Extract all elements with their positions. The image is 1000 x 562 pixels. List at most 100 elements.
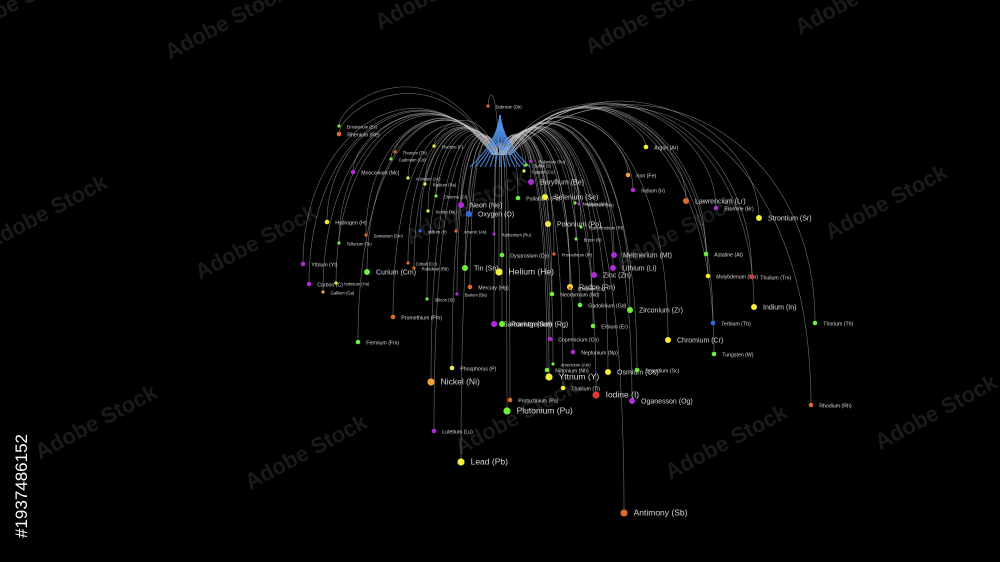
node-label: Thulium (Tm): [760, 276, 791, 282]
node-label: Beryllium (Be): [540, 180, 584, 187]
node-dot: [350, 169, 356, 175]
branch-line: [338, 86, 494, 156]
element-node: Phosphorus (P): [449, 365, 497, 373]
node-label: Molybdenum (Mo): [716, 275, 758, 281]
watermark-text: Adobe Stock: [821, 159, 952, 245]
node-label: Thallium (Tl): [571, 387, 600, 393]
node-label: Rubidium (Rb): [422, 267, 450, 272]
element-node: Molybdenum (Mo): [705, 273, 758, 281]
node-label: Promethium (Pm): [401, 316, 442, 322]
node-label: Bromine (Br): [724, 207, 754, 213]
element-node: Sulfur (S): [524, 163, 552, 169]
element-node: Niobium (Nb): [573, 201, 608, 207]
element-node: Iodine (I): [592, 390, 639, 400]
node-label: Polonium (Po): [557, 222, 601, 229]
node-label: Strontium (Sr): [768, 216, 812, 223]
node-dot: [529, 159, 533, 163]
node-dot: [467, 284, 473, 290]
branch-line: [509, 100, 760, 219]
branch-line: [500, 137, 519, 199]
element-node: Americium (Am): [551, 362, 591, 368]
element-node: Zinc (Zn): [591, 272, 631, 280]
node-dot: [610, 265, 616, 271]
element-node: Helium (He): [495, 267, 554, 277]
node-dot: [545, 373, 553, 381]
node-dot: [808, 402, 814, 408]
node-dot: [499, 321, 505, 327]
element-node: Neon (Ne): [458, 202, 502, 210]
element-node: Actinium (Ac): [406, 176, 441, 182]
node-label: Helium (He): [509, 267, 555, 277]
watermark-text: Adobe Stock: [371, 0, 502, 34]
node-dot: [522, 169, 526, 173]
node-label: Carbon (C): [317, 283, 343, 289]
node-label: Lutetium (Lu): [442, 430, 473, 436]
branch-line: [433, 134, 498, 432]
node-label: Promethium (Pr): [562, 253, 593, 258]
node-dot: [710, 320, 716, 326]
element-node: Fluorine (F): [432, 144, 464, 150]
branch-line: [352, 113, 495, 173]
node-dot: [574, 237, 578, 241]
branch-line: [419, 127, 498, 232]
node-label: Samarium (Sm): [374, 234, 404, 239]
node-dot: [462, 265, 468, 271]
node-label: Moscovium (Mc): [361, 171, 399, 177]
node-label: Astatine (At): [714, 253, 743, 259]
node-dot: [455, 292, 459, 296]
branch-line: [502, 127, 576, 204]
branch-line: [508, 107, 715, 355]
watermark-text: Adobe Stock: [191, 199, 322, 285]
node-label: Nobelium (No): [587, 203, 615, 208]
node-dot: [389, 157, 393, 161]
node-dot: [507, 397, 513, 403]
node-label: Xenon (Xe): [436, 210, 458, 215]
node-dot: [812, 320, 818, 326]
watermark-text: Adobe Stock: [31, 379, 162, 465]
branch-lines: [302, 86, 816, 514]
element-node: Chromium (Cr): [665, 337, 723, 345]
element-node: Mercury (Hg): [467, 284, 509, 292]
element-node: Thorium (Th): [393, 150, 427, 156]
element-node: Ruthenium (Ru): [492, 232, 532, 238]
element-node: Tellurium (Te): [337, 241, 373, 247]
stock-id-vertical: #193748615​2: [12, 434, 31, 538]
node-dot: [364, 233, 368, 237]
node-dot: [705, 273, 711, 279]
node-label: Cobalt (Co): [416, 262, 438, 267]
node-dot: [683, 198, 689, 204]
node-label: Neptunium (Np): [581, 351, 618, 357]
element-node: Cobalt (Co): [406, 261, 438, 267]
node-label: Gallium (Ga): [331, 291, 355, 296]
element-node: Tin (Sn): [462, 265, 499, 273]
node-dot: [355, 339, 361, 345]
node-label: Mercury (Hg): [478, 286, 509, 292]
node-label: Argon (Ar): [654, 146, 678, 152]
node-label: Yttrium (Yt): [311, 263, 337, 269]
node-dot: [634, 367, 640, 373]
node-label: Tellurium (Te): [347, 242, 373, 247]
stock-id-text: #193748615​2: [12, 434, 31, 538]
node-label: Hydrogen (H): [335, 221, 366, 227]
element-node: Meitnerium (Mt): [611, 252, 672, 260]
element-node: Plutonium (Pu): [503, 406, 573, 416]
node-dot: [528, 179, 534, 185]
element-node: Nickel (Ni): [427, 377, 480, 387]
node-label: Antimony (Sb): [634, 508, 688, 518]
element-node: Astatine (At): [703, 251, 743, 259]
element-node: Scandium (Sc): [634, 367, 680, 375]
node-dot: [551, 362, 555, 366]
node-label: Chromium (Cr): [677, 338, 723, 345]
element-node: Dubnium (Db): [486, 104, 522, 110]
element-node: Hydrogen (H): [324, 219, 367, 227]
node-label: Rutherfordium (Rf): [589, 226, 624, 231]
watermark-text: Adobe Stock: [661, 399, 792, 485]
element-node: Neptunium (Np): [570, 349, 618, 357]
node-dot: [457, 458, 465, 466]
element-node: Promethium (Pm): [390, 314, 442, 322]
node-dot: [495, 268, 503, 276]
node-dot: [499, 252, 505, 258]
element-node: Gallium (Ga): [321, 290, 355, 296]
element-node: Roentgenium (Rg): [499, 321, 568, 329]
